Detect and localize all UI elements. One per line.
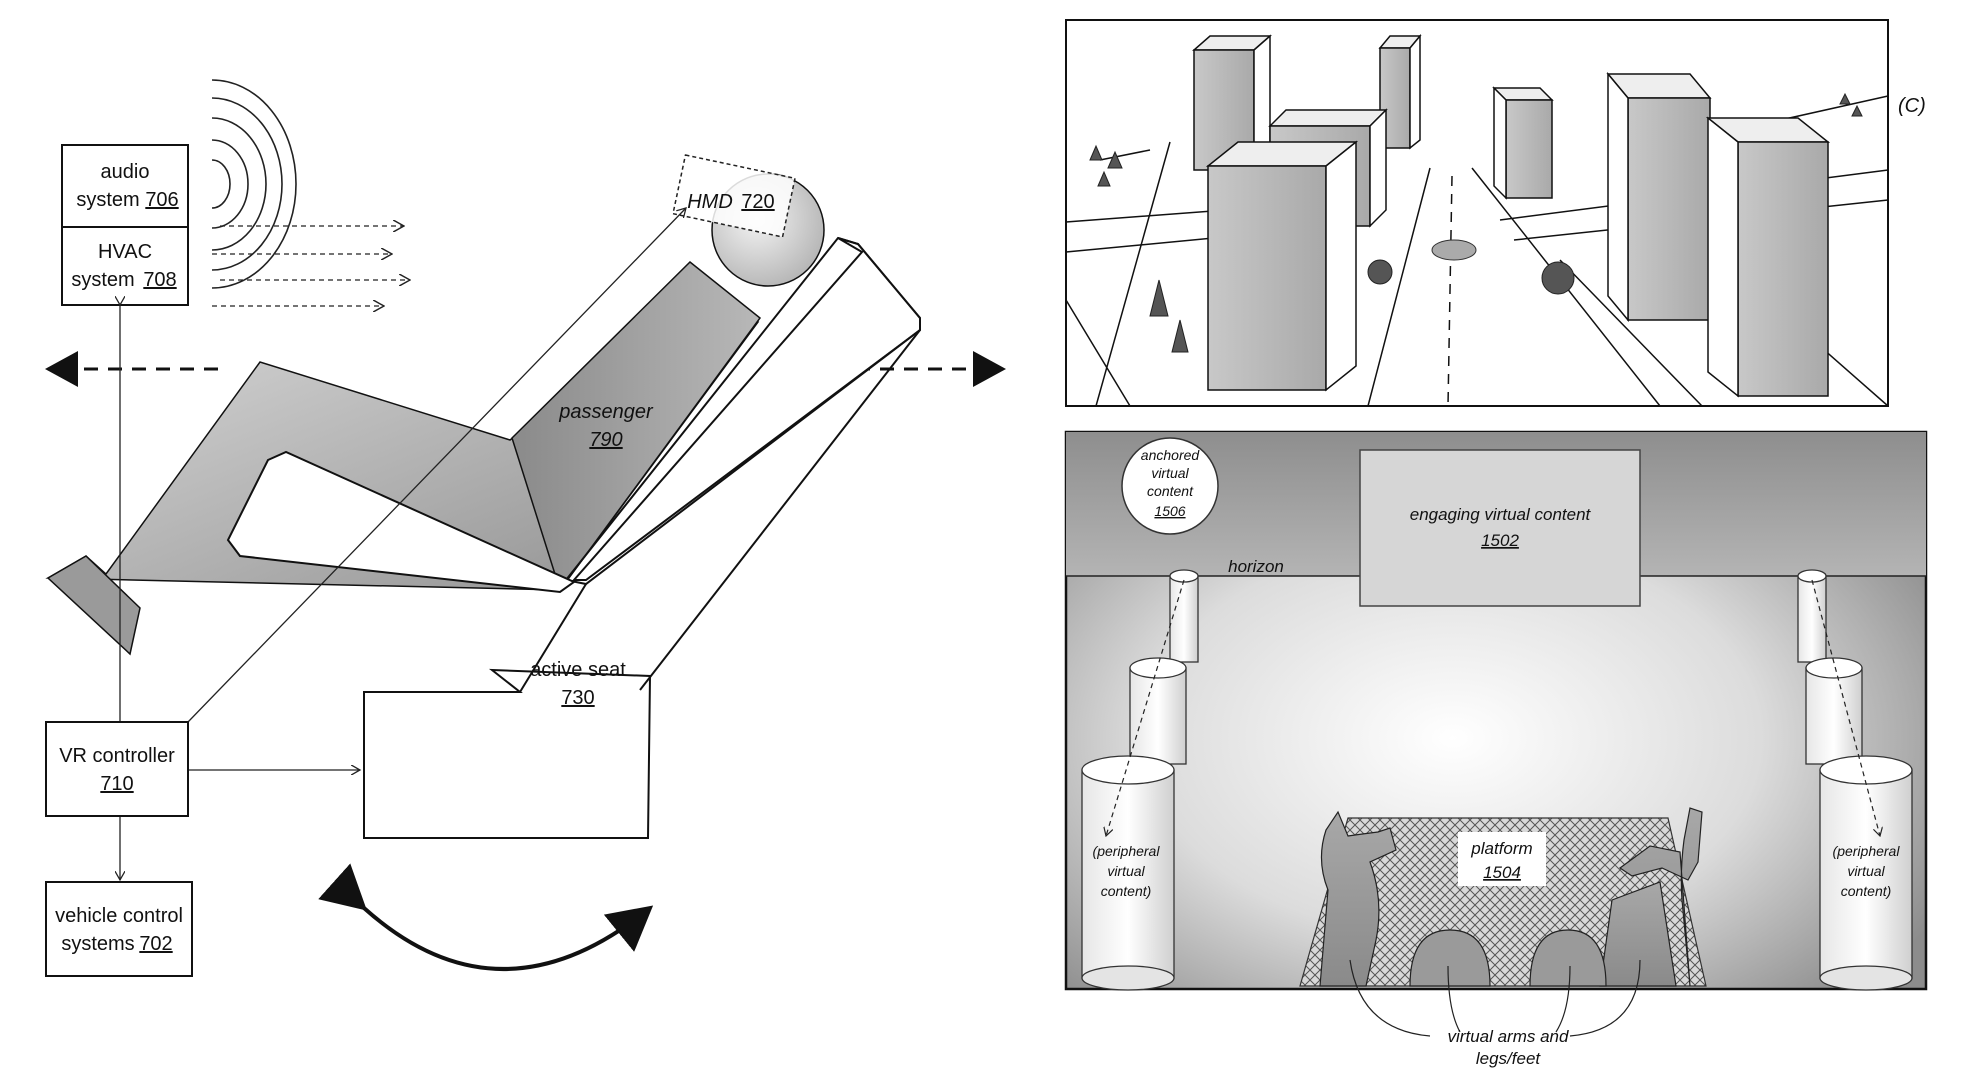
vehicle-control-ref: 702 <box>139 933 172 955</box>
hvac-system-ref: 708 <box>143 269 176 291</box>
anchored-virtual-content: anchored virtual content 1506 <box>1122 438 1218 534</box>
platform-label: platform <box>1470 839 1532 858</box>
city-scene-panel: (C) <box>1066 20 1926 406</box>
anchored-label-1: anchored <box>1141 447 1201 463</box>
engaging-label: engaging virtual content <box>1410 505 1592 524</box>
airflow-arrows <box>212 226 410 306</box>
horizon-label: horizon <box>1228 557 1284 576</box>
peripheral-left-label-2: virtual <box>1107 863 1145 879</box>
peripheral-left-label-3: content) <box>1101 883 1152 899</box>
hmd-label: HMD <box>687 191 733 213</box>
building <box>1708 118 1828 396</box>
hmd-device: HMD 720 <box>673 155 795 237</box>
audio-system-box: audio system 706 <box>62 145 188 227</box>
active-seat-base <box>364 670 650 838</box>
sound-waves-icon <box>212 80 296 288</box>
platform-ref: 1504 <box>1483 863 1521 882</box>
vr-controller-ref: 710 <box>100 773 133 795</box>
peripheral-left-label-1: (peripheral <box>1093 843 1161 859</box>
hvac-system-label: HVAC <box>98 241 152 263</box>
anchored-ref: 1506 <box>1154 503 1185 519</box>
active-seat-label: active seat <box>530 659 626 681</box>
vehicle-control-label: vehicle control <box>55 905 183 927</box>
anchored-label-2: virtual <box>1151 465 1189 481</box>
anchored-label-3: content <box>1147 483 1194 499</box>
vehicle-control-box: vehicle control systems 702 <box>46 882 192 976</box>
vehicle-control-label-2: systems <box>61 933 134 955</box>
left-figure: audio system 706 HVAC system 708 <box>46 80 1003 976</box>
hvac-system-label-2: system <box>71 269 134 291</box>
hvac-system-box: HVAC system 708 <box>62 227 188 305</box>
hmd-ref: 720 <box>741 191 774 213</box>
virtual-limbs-label-1: virtual arms and <box>1448 1027 1569 1046</box>
audio-system-label: audio <box>101 161 150 183</box>
building <box>1608 74 1710 320</box>
peripheral-right-label-2: virtual <box>1847 863 1885 879</box>
panel-label-c: (C) <box>1898 95 1926 117</box>
vr-controller-box: VR controller 710 <box>46 722 188 816</box>
car-icon <box>1432 240 1476 260</box>
peripheral-right-label-3: content) <box>1841 883 1892 899</box>
building <box>1494 88 1552 198</box>
virtual-limbs-label-2: legs/feet <box>1476 1049 1542 1068</box>
rotation-arrow <box>364 908 650 969</box>
passenger-label: passenger <box>558 401 654 423</box>
audio-system-label-2: system <box>76 189 139 211</box>
engaging-virtual-content: engaging virtual content 1502 <box>1360 450 1640 606</box>
passenger-ref: 790 <box>589 429 622 451</box>
active-seat-ref: 730 <box>561 687 594 709</box>
engaging-ref: 1502 <box>1481 531 1519 550</box>
peripheral-right-label-1: (peripheral <box>1833 843 1901 859</box>
audio-system-ref: 706 <box>145 189 178 211</box>
vr-view-panel: horizon anchored virtual content 1506 en… <box>1066 432 1926 1068</box>
building <box>1208 142 1356 390</box>
vr-controller-label: VR controller <box>59 745 175 767</box>
